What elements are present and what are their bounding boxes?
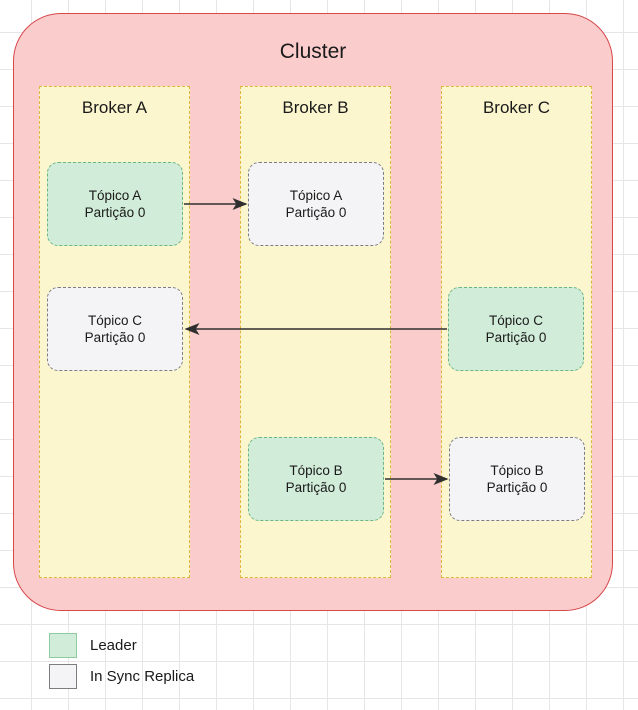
partition-topic-a-leader[interactable]: Tópico A Partição 0 — [47, 162, 183, 246]
legend-swatch-isr-icon — [49, 664, 77, 689]
broker-b-title: Broker B — [282, 98, 349, 117]
partition-topic-label: Tópico A — [289, 188, 343, 203]
legend: Leader In Sync Replica — [49, 630, 194, 692]
cluster-title: Cluster — [279, 40, 347, 63]
partition-number-label: Partição 0 — [486, 480, 548, 495]
legend-swatch-leader-icon — [49, 633, 77, 658]
partition-topic-a-replica[interactable]: Tópico A Partição 0 — [248, 162, 384, 246]
partition-topic-label: Tópico B — [490, 463, 544, 478]
partition-number-label: Partição 0 — [485, 330, 547, 345]
partition-topic-label: Tópico C — [87, 313, 143, 328]
partition-number-label: Partição 0 — [285, 205, 347, 220]
partition-topic-label: Tópico B — [289, 463, 343, 478]
legend-item-leader: Leader — [49, 630, 194, 661]
partition-number-label: Partição 0 — [84, 330, 146, 345]
legend-label-leader: Leader — [90, 637, 137, 654]
partition-number-label: Partição 0 — [285, 480, 347, 495]
partition-topic-c-replica[interactable]: Tópico C Partição 0 — [47, 287, 183, 371]
legend-item-isr: In Sync Replica — [49, 661, 194, 692]
broker-c-title: Broker C — [482, 98, 551, 117]
broker-a-title: Broker A — [81, 98, 148, 117]
partition-topic-label: Tópico C — [488, 313, 544, 328]
partition-topic-c-leader[interactable]: Tópico C Partição 0 — [448, 287, 584, 371]
partition-topic-label: Tópico A — [88, 188, 142, 203]
partition-topic-b-leader[interactable]: Tópico B Partição 0 — [248, 437, 384, 521]
partition-number-label: Partição 0 — [84, 205, 146, 220]
legend-label-isr: In Sync Replica — [90, 668, 195, 685]
partition-topic-b-replica[interactable]: Tópico B Partição 0 — [449, 437, 585, 521]
